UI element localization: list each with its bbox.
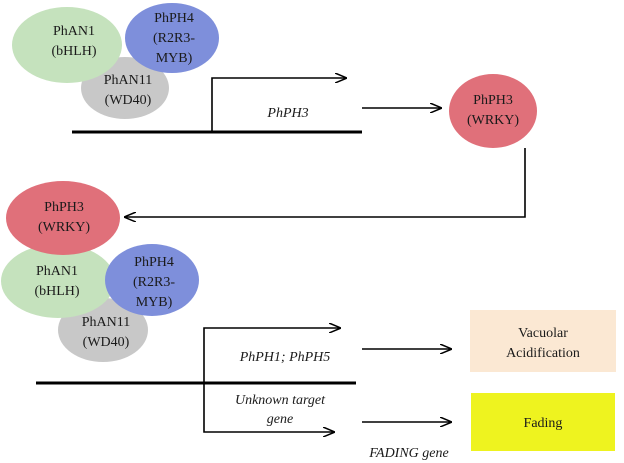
- top-phan11-name: PhAN11: [104, 73, 153, 88]
- vacuolar-acidification-box: Vacuolar Acidification: [470, 310, 616, 372]
- top-phan1-family: (bHLH): [51, 44, 96, 59]
- bottom-phan11-name: PhAN11: [82, 315, 131, 330]
- bottom-phph3-name: PhPH3: [44, 200, 84, 215]
- vacuolar-line2: Acidification: [506, 346, 580, 361]
- top-phan1-name: PhAN1: [53, 24, 95, 39]
- bottom-phan1-family: (bHLH): [34, 284, 79, 299]
- top-phph4-family-2: MYB): [156, 51, 193, 66]
- top-phph4-name: PhPH4: [154, 11, 194, 26]
- bottom-phph3-family: (WRKY): [38, 220, 90, 235]
- phph3-product-name: PhPH3: [473, 93, 513, 108]
- bottom-gene-label: PhPH1; PhPH5: [239, 350, 331, 365]
- bottom-phph4-name: PhPH4: [134, 255, 174, 270]
- bottom-phan11-family: (WD40): [83, 335, 130, 350]
- vacuolar-line1: Vacuolar: [518, 326, 568, 341]
- top-phan1-ellipse: [12, 7, 122, 83]
- bottom-complex: PhPH3 (WRKY) PhAN1 (bHLH) PhPH4 (R2R3- M…: [1, 181, 199, 362]
- top-gene-label: PhPH3: [266, 106, 308, 121]
- bottom-phph3-ellipse: [6, 181, 120, 255]
- top-phph4-family-1: (R2R3-: [153, 31, 195, 46]
- fading-gene-label: FADING gene: [368, 446, 448, 461]
- phph3-product-family: (WRKY): [467, 113, 519, 128]
- top-complex: PhAN1 (bHLH) PhPH4 (R2R3- MYB) PhAN11 (W…: [12, 3, 219, 119]
- top-phan11-family: (WD40): [105, 93, 152, 108]
- bottom-phph4-family-2: MYB): [136, 295, 173, 310]
- fading-box-rect: [471, 393, 615, 451]
- fading-label: Fading: [524, 416, 563, 431]
- bottom-phph4-ellipse: [105, 244, 199, 316]
- top-phph4-ellipse: [125, 3, 219, 73]
- unknown-gene-line2: gene: [267, 412, 293, 427]
- bottom-upper-promoter-arrow: [203, 328, 340, 383]
- phph3-product-ellipse: [449, 74, 537, 148]
- bottom-phph4-family-1: (R2R3-: [133, 275, 175, 290]
- feedback-arrow: [125, 148, 526, 217]
- fading-box: Fading: [471, 393, 615, 451]
- bottom-phan1-name: PhAN1: [36, 264, 78, 279]
- top-promoter-arrow: [211, 78, 346, 132]
- bottom-lower-promoter-arrow: [203, 383, 334, 432]
- bottom-phan1-ellipse: [1, 244, 115, 318]
- unknown-gene-line1: Unknown target: [235, 393, 326, 408]
- vacuolar-box-rect: [470, 310, 616, 372]
- phph3-product: PhPH3 (WRKY): [449, 74, 537, 148]
